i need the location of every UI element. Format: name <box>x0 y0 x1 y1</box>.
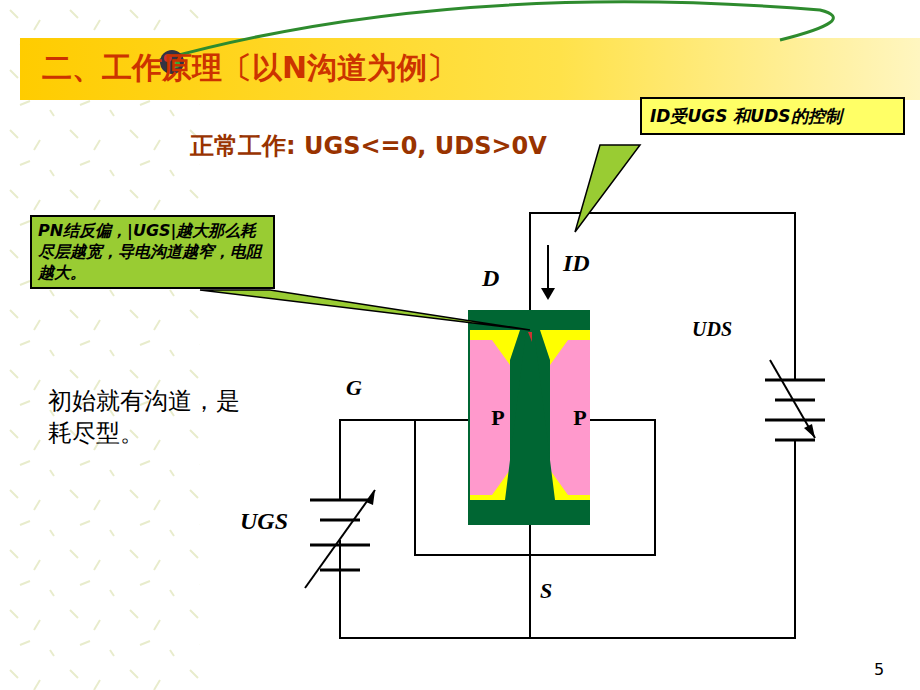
slide-title: 二、工作原理〔以N沟道为例〕 <box>42 48 457 89</box>
p-region: P <box>474 404 522 433</box>
node-text: PN结反偏，|UGS|越大那么耗尽层越宽，导电沟道越窄，电阻越大。 <box>38 221 267 283</box>
callout-box: PN结反偏，|UGS|越大那么耗尽层越宽，导电沟道越窄，电阻越大。 <box>30 215 275 289</box>
callout-box: ID受UGS 和UDS的控制 <box>640 97 905 135</box>
node-text: ID受UGS 和UDS的控制 <box>650 105 895 127</box>
page-number: 5 <box>874 660 884 679</box>
voltage-label: UGS <box>240 508 288 535</box>
node-text: P <box>474 404 522 433</box>
node-text: P <box>556 404 604 433</box>
condition-text: 正常工作: UGS<=0, UDS>0V <box>190 130 547 162</box>
voltage-label: UDS <box>692 318 732 341</box>
note-text: 初始就有沟道，是耗尽型。 <box>48 385 263 450</box>
terminal-label: G <box>346 375 362 401</box>
terminal-label: D <box>482 265 499 292</box>
current-label: ID <box>563 250 590 277</box>
p-region: P <box>556 404 604 433</box>
terminal-label: S <box>540 578 552 604</box>
